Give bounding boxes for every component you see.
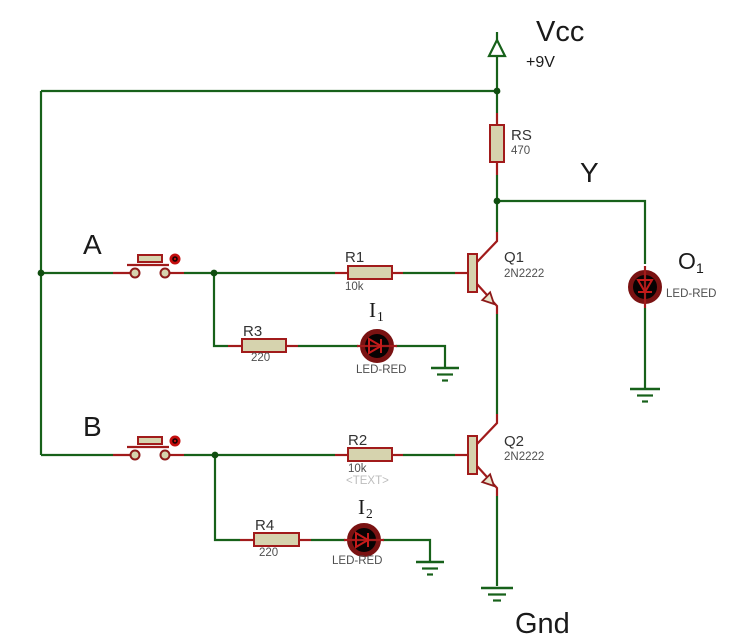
- led-o1: O 1 LED-RED: [628, 248, 716, 308]
- r2-value-label: 10k: [348, 463, 367, 475]
- power-terminal-icon: [487, 32, 507, 58]
- button-actuator-bar: [137, 254, 163, 263]
- diode-anode-icon: [636, 279, 654, 294]
- r4-ref-label: R4: [255, 517, 274, 534]
- input-a-label: A: [83, 229, 102, 260]
- emitter-arrow-icon: [480, 472, 496, 488]
- ground-icon: [431, 366, 459, 382]
- diode-anode-icon: [355, 531, 370, 549]
- ground-icon: [416, 560, 444, 576]
- input-b-label: B: [83, 411, 102, 442]
- rs-ref-label: RS: [511, 127, 532, 144]
- switch-contact: [129, 267, 141, 279]
- resistor-r4: R4 220: [240, 517, 311, 559]
- junction-dot: [211, 451, 219, 459]
- transistor-q2: Q2 2N2222: [455, 414, 544, 496]
- transistor-q1: Q1 2N2222: [455, 232, 544, 314]
- resistor-rs: RS 470: [489, 113, 532, 175]
- wire-segment: [383, 538, 432, 561]
- ground-icon: [481, 586, 513, 602]
- rs-value-label: 470: [511, 145, 530, 157]
- junction-dot: [493, 87, 501, 95]
- switch-contact: [159, 449, 171, 461]
- r3-value-label: 220: [251, 352, 270, 364]
- vcc-label: Vcc: [536, 16, 584, 48]
- junction-dot: [493, 197, 501, 205]
- i1-sub-label: 1: [377, 309, 384, 324]
- o1-sub-label: 1: [696, 260, 704, 276]
- net-y-label: Y: [580, 157, 599, 188]
- button-toggle-icon[interactable]: [169, 253, 181, 265]
- i2-part-label: LED-RED: [332, 555, 382, 567]
- switch-contact: [129, 449, 141, 461]
- wire-segment: [212, 273, 228, 348]
- button-actuator-bar: [137, 436, 163, 445]
- resistor-r2: R2 10k <TEXT>: [335, 432, 403, 487]
- vcc-voltage-label: +9V: [526, 54, 555, 71]
- wires: [39, 57, 647, 586]
- diode-anode-icon: [368, 337, 383, 355]
- led-i1: I 1 LED-RED: [356, 298, 406, 376]
- emitter-arrow-icon: [480, 290, 496, 306]
- push-button-b[interactable]: [113, 435, 184, 461]
- q1-ref-label: Q1: [504, 249, 524, 266]
- o1-part-label: LED-RED: [666, 288, 716, 300]
- o1-ref-label: O: [678, 248, 696, 274]
- q2-ref-label: Q2: [504, 433, 524, 450]
- junction-dot: [37, 269, 45, 277]
- junction-dot: [210, 269, 218, 277]
- r1-ref-label: R1: [345, 249, 364, 266]
- q2-part-label: 2N2222: [504, 451, 544, 463]
- resistor-r1: R1 10k: [335, 249, 403, 293]
- q1-part-label: 2N2222: [504, 268, 544, 280]
- i1-part-label: LED-RED: [356, 364, 406, 376]
- gnd-label: Gnd: [515, 608, 570, 640]
- r1-value-label: 10k: [345, 281, 364, 293]
- button-toggle-mark-icon: [172, 438, 178, 444]
- switch-contact: [159, 267, 171, 279]
- wire-segment: [497, 199, 647, 264]
- r2-ref-label: R2: [348, 432, 367, 449]
- wire-segment: [396, 344, 447, 367]
- i1-ref-label: I: [369, 298, 376, 322]
- push-button-a[interactable]: [113, 253, 184, 279]
- led-i2: I 2 LED-RED: [332, 495, 384, 567]
- i2-ref-label: I: [358, 495, 365, 519]
- r2-note-label: <TEXT>: [346, 475, 389, 487]
- r3-ref-label: R3: [243, 323, 262, 340]
- junction-dots: [37, 87, 501, 459]
- resistor-r3: R3 220: [228, 323, 298, 364]
- i2-sub-label: 2: [366, 506, 373, 521]
- button-toggle-mark-icon: [172, 256, 178, 262]
- button-toggle-icon[interactable]: [169, 435, 181, 447]
- wire-segment: [213, 455, 240, 542]
- r4-value-label: 220: [259, 547, 278, 559]
- ground-icon: [630, 387, 660, 403]
